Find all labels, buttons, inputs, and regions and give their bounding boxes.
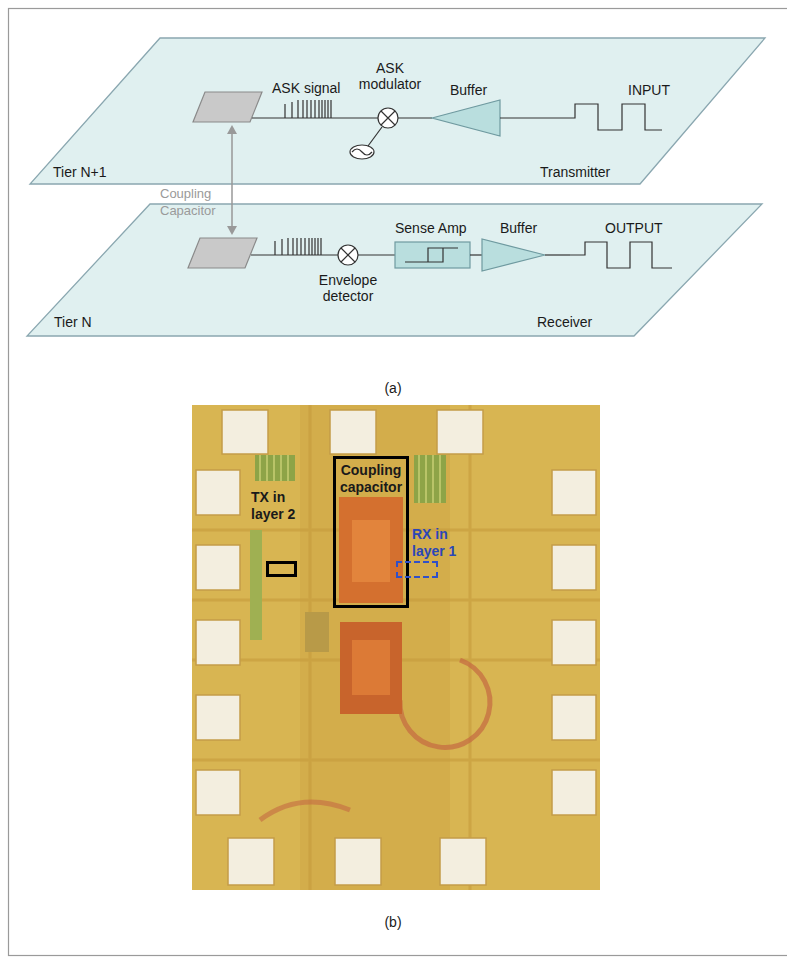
output-waveform <box>570 242 672 268</box>
mixer-cross <box>381 111 395 125</box>
mixer-symbol <box>378 108 398 128</box>
ask-signal-burst <box>285 100 331 118</box>
text-label: Coupling Capacitor <box>160 185 230 219</box>
ask-signal-burst <box>275 238 321 255</box>
transmitter-illustration <box>25 36 770 186</box>
text-label: (a) <box>370 380 416 396</box>
text-label: Buffer <box>500 220 537 236</box>
envelope-detector-symbol <box>338 245 358 265</box>
node-text: Receiver <box>537 314 592 331</box>
wire <box>470 254 482 255</box>
buffer-symbol <box>482 239 545 271</box>
node-text: TX in layer 2 <box>251 489 313 523</box>
plane-shape <box>30 38 765 184</box>
wire <box>368 127 382 146</box>
text-label: Envelope detector <box>300 272 396 304</box>
wire <box>398 117 432 118</box>
tx-region-box: TX in layer 2 <box>266 561 297 577</box>
node-text: RX in layer 1 <box>412 526 474 560</box>
coupling-pad <box>188 238 257 268</box>
buffer-symbol <box>432 100 500 136</box>
tier-plane: Tier N+1 Transmitter <box>25 36 770 186</box>
mixer-cross <box>341 248 355 262</box>
text-label: (b) <box>370 914 416 930</box>
node-text: Transmitter <box>540 164 610 181</box>
node-text: Tier N+1 <box>53 164 107 181</box>
text-label: OUTPUT <box>605 220 663 236</box>
text-label: ASK signal <box>272 80 340 96</box>
sense-amp-symbol <box>395 242 470 268</box>
coupling-arrow <box>227 125 237 235</box>
wire <box>545 254 570 255</box>
wire <box>358 254 395 255</box>
plane-shape <box>27 204 762 336</box>
wire <box>500 117 560 118</box>
text-label: Buffer <box>450 82 487 98</box>
node-text: Coupling capacitor <box>336 462 406 496</box>
figure-frame <box>9 9 787 956</box>
coupling-capacitor-box: Coupling capacitor <box>333 456 409 608</box>
hysteresis-symbol <box>405 248 458 262</box>
text-label: Sense Amp <box>395 220 467 236</box>
oscillator-symbol <box>350 145 374 159</box>
text-label: ASK modulator <box>352 60 428 92</box>
bond-pad <box>196 410 596 885</box>
sine-wave <box>352 149 372 155</box>
node-text: Tier N <box>54 314 92 331</box>
text-label: INPUT <box>628 82 670 98</box>
die-photo <box>192 405 600 890</box>
coupling-pad <box>193 92 262 122</box>
plane-outline <box>25 36 770 186</box>
input-waveform <box>560 104 662 130</box>
rx-region-box: RX in layer 1 <box>396 561 438 578</box>
wire <box>251 254 338 255</box>
